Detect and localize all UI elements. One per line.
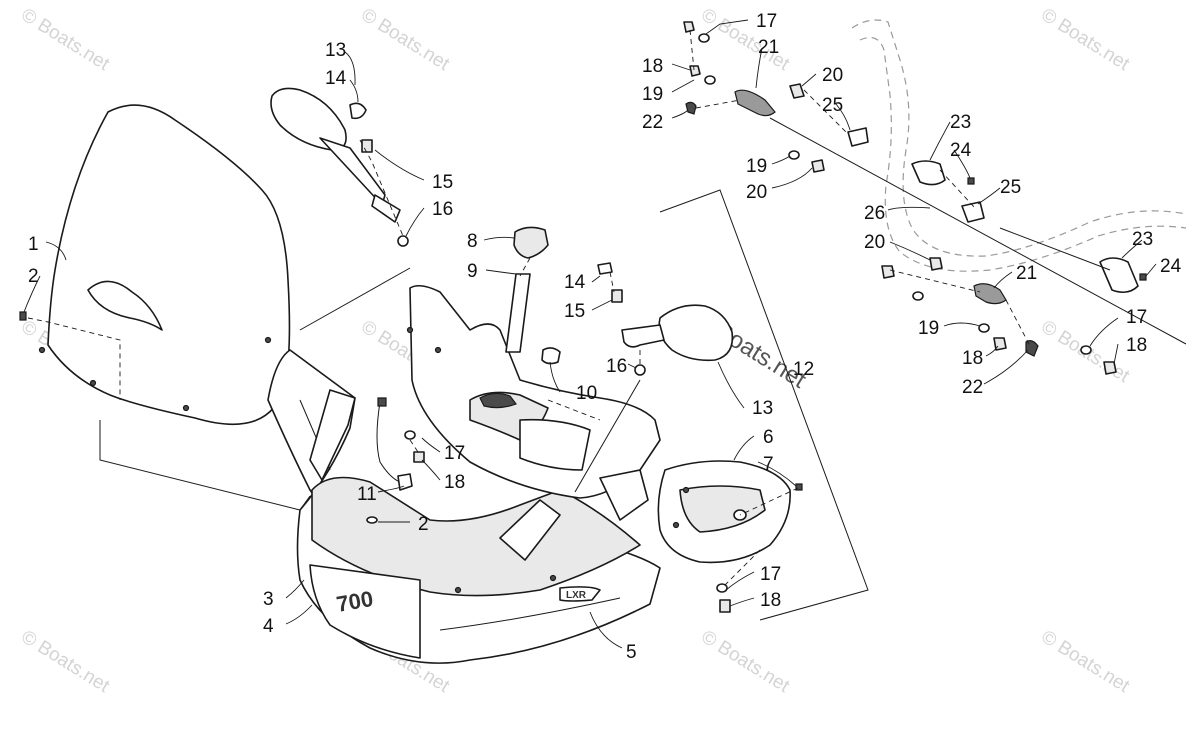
callout-4: 4: [263, 616, 274, 637]
watermark: © Boats.net: [697, 626, 793, 697]
assembly-guides: [27, 29, 1031, 589]
callout-17: 17: [756, 11, 777, 32]
callouts: 1 2 2 3 4 5 6 7 8 9 10 11 12 13 13 14 14…: [28, 11, 1182, 663]
side-panel: [657, 460, 791, 564]
callout-16: 16: [606, 356, 627, 377]
callout-18: 18: [1126, 335, 1147, 356]
callout-2: 2: [418, 514, 429, 535]
callout-17: 17: [444, 443, 465, 464]
callout-12: 12: [793, 359, 814, 380]
watermark: © Boats.net: [17, 626, 113, 697]
assembly-bracket: [659, 189, 869, 621]
leader-lines: [23, 19, 1157, 649]
callout-23: 23: [1132, 229, 1153, 250]
callout-6: 6: [763, 427, 774, 448]
callout-20: 20: [864, 232, 885, 253]
callout-18: 18: [760, 590, 781, 611]
side-badge: LXR: [566, 590, 587, 601]
callout-8: 8: [467, 231, 478, 252]
callout-1: 1: [28, 234, 39, 255]
callout-13: 13: [325, 40, 346, 61]
handlebar-hardware: [683, 21, 985, 223]
watermark: © Boats.net: [17, 4, 113, 75]
callout-19: 19: [918, 318, 939, 339]
callout-17: 17: [760, 564, 781, 585]
left-mirror: [270, 87, 409, 247]
callout-18: 18: [962, 348, 983, 369]
callout-13: 13: [752, 398, 773, 419]
wire-harness: [376, 397, 413, 491]
handlebar-outline: [859, 37, 1187, 272]
callout-24: 24: [950, 140, 972, 161]
callout-14: 14: [564, 272, 586, 293]
callout-24: 24: [1160, 256, 1182, 277]
callout-25: 25: [822, 95, 843, 116]
callout-26: 26: [864, 203, 885, 224]
callout-16: 16: [432, 199, 453, 220]
callout-15: 15: [432, 172, 453, 193]
callout-21: 21: [1016, 263, 1037, 284]
watermark: © Boats.net: [1037, 4, 1133, 75]
windshield: [38, 104, 291, 425]
right-mirror: [597, 262, 734, 376]
callout-9: 9: [467, 261, 478, 282]
handlebar-outline: [851, 19, 1187, 257]
handlebar-hardware-lower: [881, 257, 1147, 375]
callout-20: 20: [822, 65, 843, 86]
callout-7: 7: [763, 454, 774, 475]
callout-3: 3: [263, 589, 274, 610]
callout-10: 10: [576, 383, 597, 404]
connector-lines: [99, 117, 1187, 511]
callout-20: 20: [746, 182, 767, 203]
callout-19: 19: [746, 156, 767, 177]
callout-18: 18: [642, 56, 663, 77]
callout-25: 25: [1000, 177, 1021, 198]
callout-22: 22: [642, 112, 663, 133]
callout-22: 22: [962, 377, 983, 398]
callout-14: 14: [325, 68, 347, 89]
watermark: © Boats.net: [357, 4, 453, 75]
watermark: © Boats.net: [1037, 626, 1133, 697]
callout-23: 23: [950, 112, 971, 133]
accessory-outlet: [505, 226, 561, 365]
callout-18: 18: [444, 472, 465, 493]
callout-11: 11: [357, 484, 377, 505]
callout-17: 17: [1126, 307, 1147, 328]
callout-5: 5: [626, 642, 637, 663]
callout-2: 2: [28, 266, 39, 287]
hood: 700 LXR: [267, 349, 661, 664]
callout-19: 19: [642, 84, 663, 105]
callout-21: 21: [758, 37, 779, 58]
console: [406, 284, 661, 521]
callout-15: 15: [564, 301, 585, 322]
